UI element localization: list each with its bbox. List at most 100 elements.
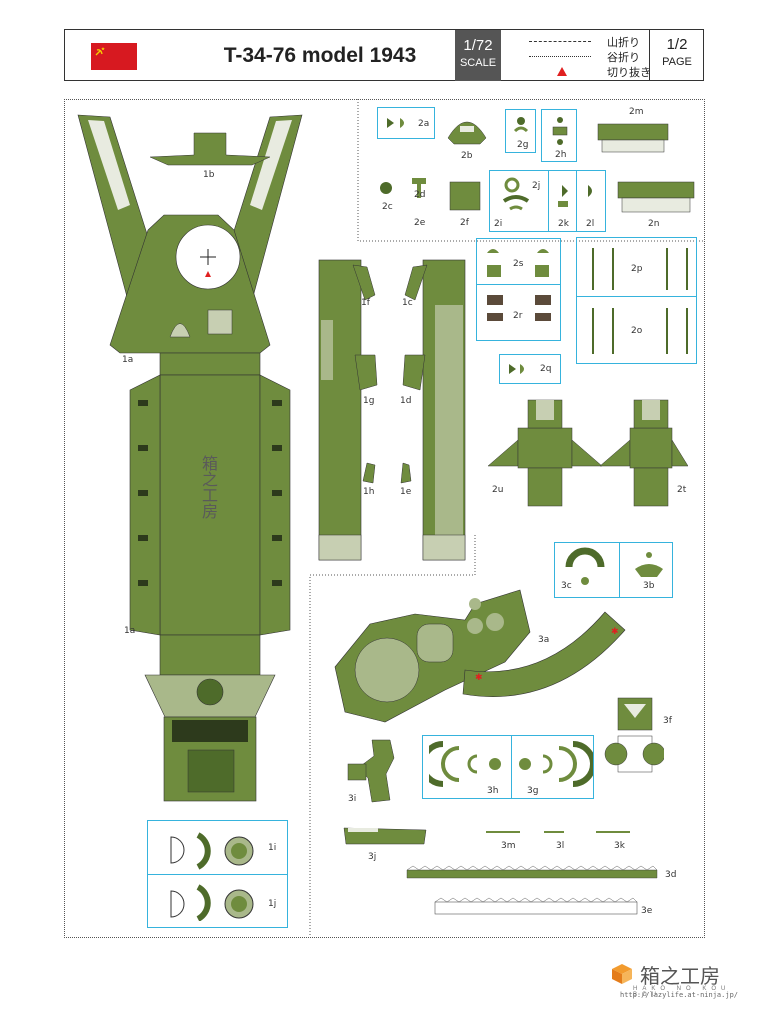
part-2n-graphic xyxy=(617,181,695,213)
hull-net-1a xyxy=(77,114,303,802)
callout-2q: 2q xyxy=(499,354,561,384)
part-label-1a-lower: 1a xyxy=(124,626,136,636)
callout-3h-3g: 3h 3g xyxy=(422,735,594,799)
part-label-2m: 2m xyxy=(629,107,644,117)
part-3h-3g-graphic xyxy=(429,741,593,787)
callout-1i-1j: 1i 1j xyxy=(147,820,288,928)
part-label-2n: 2n xyxy=(648,219,660,229)
callout-divider xyxy=(548,171,549,231)
callout-2a: 2a xyxy=(377,107,435,139)
part-label-1a: 1a xyxy=(122,355,134,365)
part-label-2s: 2s xyxy=(513,259,524,269)
part-2a-graphic xyxy=(387,118,404,128)
callout-3c-3b: 3c 3b xyxy=(554,542,673,598)
side-plates-graphic xyxy=(318,259,466,561)
page-box: 1/2 PAGE xyxy=(650,30,704,81)
scale-value: 1/72 xyxy=(463,37,493,54)
part-label-3d: 3d xyxy=(665,870,677,880)
callout-2g: 2g xyxy=(505,109,536,153)
red-triangle-icon xyxy=(557,67,567,76)
part-3d-3e-graphic xyxy=(406,865,658,915)
mountain-fold-line-icon xyxy=(529,41,591,42)
model-title: T-34-76 model 1943 xyxy=(223,44,417,67)
part-label-1j: 1j xyxy=(268,899,277,909)
part-label-2h: 2h xyxy=(555,150,567,160)
part-label-3i: 3i xyxy=(348,794,357,804)
part-label-3m: 3m xyxy=(501,841,516,851)
callout-2i-2l: 2j 2i 2k 2l xyxy=(489,170,606,232)
part-label-2q: 2q xyxy=(540,364,552,374)
legend-cut-out: 切り抜き xyxy=(529,65,669,80)
part-label-1e: 1e xyxy=(400,487,412,497)
part-label-1i: 1i xyxy=(268,843,277,853)
legend-mountain-label: 山折り xyxy=(607,36,640,49)
part-2s-2r-graphic xyxy=(487,249,551,321)
svg-text:✱: ✱ xyxy=(611,627,619,637)
part-label-2u: 2u xyxy=(492,485,504,495)
part-label-2e: 2e xyxy=(414,218,426,228)
callout-2s-2r: 2s 2r xyxy=(476,238,561,341)
part-label-1b: 1b xyxy=(203,170,215,180)
part-3j-graphic xyxy=(343,827,427,845)
callout-divider xyxy=(619,543,620,597)
part-label-1g: 1g xyxy=(363,396,375,406)
footer-url[interactable]: http://lazylife.at-ninja.jp/ xyxy=(620,991,739,999)
part-label-1c: 1c xyxy=(402,298,413,308)
part-label-3a: 3a xyxy=(538,635,550,645)
part-2h-graphic xyxy=(552,117,568,145)
part-2i-2l-graphic xyxy=(502,177,592,211)
watermark-logo: 箱之工房 xyxy=(199,455,218,519)
part-label-3b: 3b xyxy=(643,581,655,591)
part-label-2g: 2g xyxy=(517,140,529,150)
part-3m-3l-3k-graphic xyxy=(486,831,630,833)
part-label-3f: 3f xyxy=(663,716,672,726)
part-label-2l: 2l xyxy=(586,219,595,229)
turret-net-3a: ✱ ✱ xyxy=(334,589,626,723)
part-label-3k: 3k xyxy=(614,841,625,851)
header-divider xyxy=(649,30,650,81)
callout-2h: 2h xyxy=(541,109,577,162)
sheet-outer-frame xyxy=(64,99,705,938)
valley-fold-line-icon xyxy=(529,56,591,57)
part-2b-graphic xyxy=(447,121,487,145)
part-2c-2d-2f-graphic xyxy=(380,178,481,211)
callout-2p-2o: 2p 2o xyxy=(576,237,697,364)
callout-divider xyxy=(577,296,696,297)
scale-box: 1/72 SCALE xyxy=(455,30,501,81)
part-label-3h: 3h xyxy=(487,786,499,796)
part-2m-graphic xyxy=(597,123,669,153)
part-label-2d: 2d xyxy=(414,190,426,200)
part-label-1d: 1d xyxy=(400,396,412,406)
part-3f-graphic xyxy=(604,697,664,773)
callout-divider xyxy=(511,736,512,798)
legend-valley-label: 谷折り xyxy=(607,51,640,64)
part-3c-3b-graphic xyxy=(565,547,663,585)
fold-legend: 山折り 谷折り 切り抜き xyxy=(521,33,671,79)
footer-sub: HAKO NO KOU BOU xyxy=(633,986,731,998)
page-label: PAGE xyxy=(662,56,692,68)
part-label-2k: 2k xyxy=(558,219,569,229)
part-label-2i: 2i xyxy=(494,219,503,229)
part-label-3c: 3c xyxy=(561,581,572,591)
part-label-3g: 3g xyxy=(527,786,539,796)
part-label-2r: 2r xyxy=(513,311,523,321)
part-3i-graphic xyxy=(347,739,395,803)
part-2q-graphic xyxy=(509,364,524,374)
part-label-2a: 2a xyxy=(418,119,430,129)
part-label-2b: 2b xyxy=(461,151,473,161)
footer-brand: 箱之工房 xyxy=(640,964,720,988)
part-label-2o: 2o xyxy=(631,326,643,336)
legend-mountain-fold: 山折り xyxy=(529,35,669,50)
callout-divider xyxy=(477,284,560,285)
part-label-3l: 3l xyxy=(556,841,565,851)
wheel-parts-graphic xyxy=(170,832,254,921)
part-label-1h: 1h xyxy=(363,487,375,497)
svg-text:✱: ✱ xyxy=(475,673,483,683)
part-label-2c: 2c xyxy=(382,202,393,212)
legend-cut-label: 切り抜き xyxy=(607,66,651,79)
soviet-flag-icon xyxy=(91,43,137,70)
part-label-3j: 3j xyxy=(368,852,377,862)
part-label-1f: 1f xyxy=(361,298,370,308)
part-2p-2o-graphic xyxy=(592,248,688,354)
part-label-2j: 2j xyxy=(532,181,541,191)
